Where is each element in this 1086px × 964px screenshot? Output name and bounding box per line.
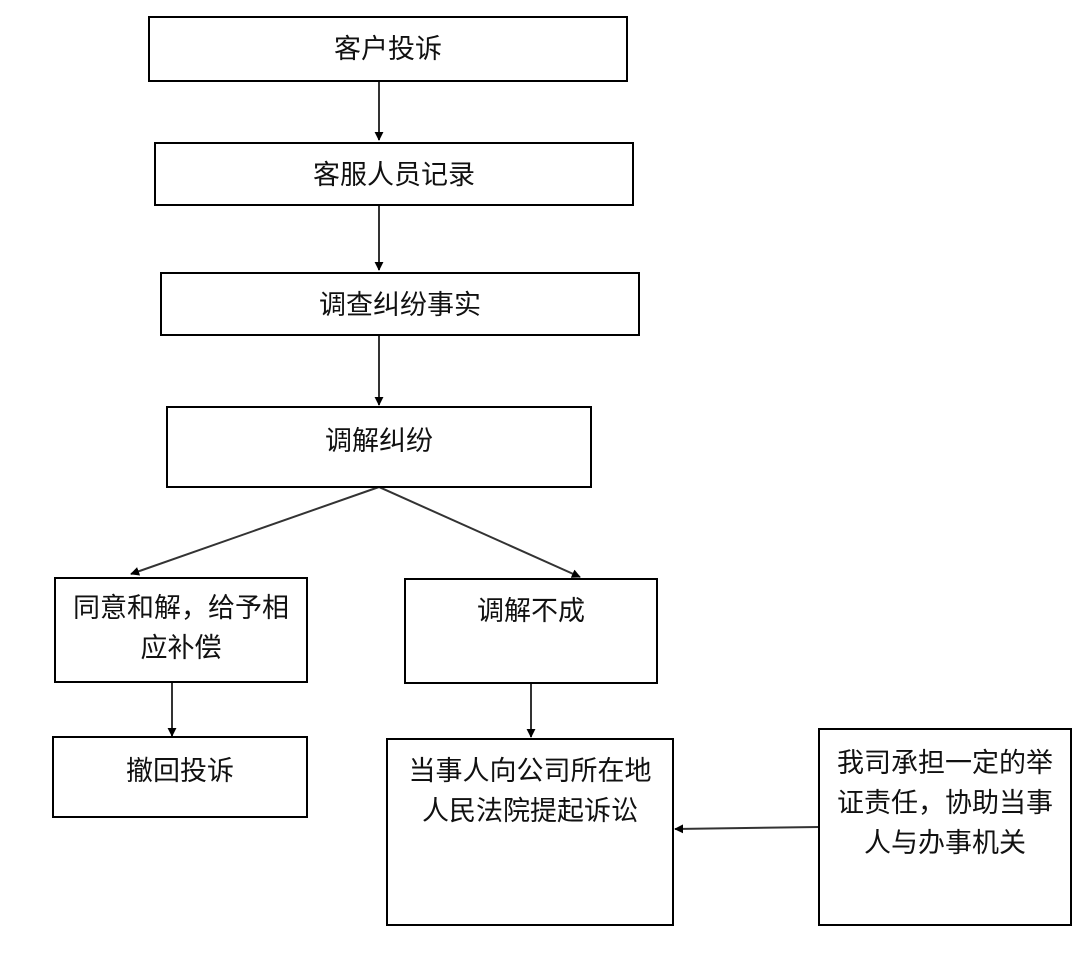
node-mediate-dispute: 调解纠纷	[166, 406, 592, 488]
node-customer-complaint-label: 客户投诉	[334, 34, 442, 65]
node-investigate-facts: 调查纠纷事实	[160, 272, 640, 336]
node-service-record: 客服人员记录	[154, 142, 634, 206]
arrow-company-to-lawsuit	[674, 824, 820, 834]
node-customer-complaint: 客户投诉	[148, 16, 628, 82]
arrow-mediate-to-fail	[378, 486, 581, 578]
node-file-lawsuit-label: 当事人向公司所在地人民法院提起诉讼	[408, 756, 652, 827]
arrow-mediate-to-agree	[130, 486, 380, 576]
node-file-lawsuit: 当事人向公司所在地人民法院提起诉讼	[386, 738, 674, 926]
node-withdraw-complaint-label: 撤回投诉	[126, 756, 234, 787]
node-withdraw-complaint: 撤回投诉	[52, 736, 308, 818]
node-company-assistance-label: 我司承担一定的举证责任，协助当事人与办事机关	[837, 748, 1053, 859]
node-mediation-failed: 调解不成	[404, 578, 658, 684]
node-company-assistance: 我司承担一定的举证责任，协助当事人与办事机关	[818, 728, 1072, 926]
node-mediation-failed-label: 调解不成	[477, 596, 585, 627]
node-agree-settlement: 同意和解，给予相应补偿	[54, 577, 308, 683]
node-agree-settlement-label: 同意和解，给予相应补偿	[73, 593, 289, 664]
node-mediate-dispute-label: 调解纠纷	[325, 426, 433, 457]
node-investigate-facts-label: 调查纠纷事实	[319, 290, 481, 321]
node-service-record-label: 客服人员记录	[313, 160, 475, 191]
